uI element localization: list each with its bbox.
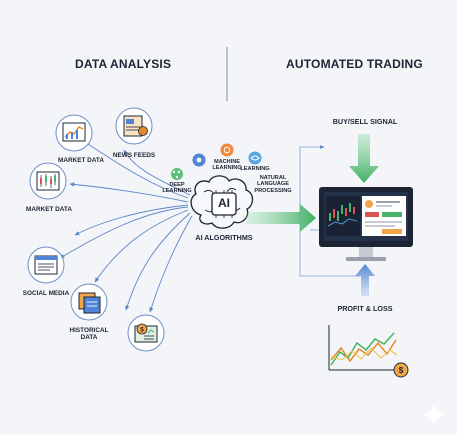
technique-icons bbox=[171, 143, 262, 180]
svg-text:$: $ bbox=[399, 366, 404, 375]
machine-learning-gear-icon bbox=[192, 153, 206, 167]
feedback-lines bbox=[299, 145, 360, 277]
learning-label: LEARNING bbox=[240, 166, 270, 172]
candlestick-icon bbox=[29, 162, 67, 200]
connector-news-feeds bbox=[123, 149, 191, 196]
machine-learning-icon bbox=[220, 143, 234, 157]
profit-loss-chart-icon: $ bbox=[328, 325, 409, 378]
deep-learning-icon bbox=[171, 168, 183, 180]
connector-social-media-2 bbox=[74, 204, 189, 236]
monitor-icon bbox=[319, 187, 413, 261]
connector-finance-doc-2 bbox=[149, 215, 193, 313]
market-chart-icon bbox=[55, 114, 93, 152]
connector-finance-doc bbox=[125, 212, 191, 311]
social-feed-icon bbox=[27, 246, 65, 284]
connector-historical-data bbox=[94, 209, 189, 283]
historical-data-label: HISTORICAL DATA bbox=[69, 327, 109, 342]
ai-algorithms-label: AI ALGORITHMS bbox=[195, 233, 253, 242]
ai-chip-label: AI bbox=[218, 196, 230, 210]
data-analysis-heading: DATA ANALYSIS bbox=[75, 57, 172, 71]
deep-learning-label: DEEP LEARNING bbox=[162, 182, 192, 195]
connector-social-media-1 bbox=[59, 206, 189, 259]
green-arrow-down-icon bbox=[349, 134, 379, 183]
social-media-label: SOCIAL MEDIA bbox=[22, 290, 70, 297]
connector-market-data-left bbox=[69, 182, 189, 203]
green-arrow-right-icon bbox=[246, 204, 316, 232]
profit-loss-label: PROFIT & LOSS bbox=[337, 304, 393, 313]
market-data-top-label: MARKET DATA bbox=[58, 157, 104, 164]
source-icons: $ bbox=[27, 107, 165, 352]
database-icon bbox=[70, 283, 108, 321]
connector-lines bbox=[59, 141, 193, 313]
monitor-candles bbox=[327, 203, 358, 227]
machine-learning-label: MACHINE LEARNING bbox=[212, 159, 242, 172]
sparkle-icon bbox=[423, 404, 445, 426]
brain-icon bbox=[190, 175, 254, 229]
nlp-label: NATURAL LANGUAGE PROCESSING bbox=[254, 175, 292, 194]
learning-icon bbox=[248, 151, 262, 165]
buy-sell-signal-label: BUY/SELL SIGNAL bbox=[332, 117, 398, 126]
automated-trading-heading: AUTOMATED TRADING bbox=[286, 57, 423, 71]
blue-arrow-up-icon bbox=[355, 264, 375, 296]
svg-text:$: $ bbox=[140, 328, 144, 334]
market-data-left-label: MARKET DATA bbox=[26, 206, 72, 213]
newspaper-icon bbox=[115, 107, 153, 145]
connector-market-data-top bbox=[84, 141, 189, 199]
finance-document-icon: $ bbox=[127, 314, 165, 352]
news-feeds-label: NEWS FEEDS bbox=[112, 152, 156, 159]
